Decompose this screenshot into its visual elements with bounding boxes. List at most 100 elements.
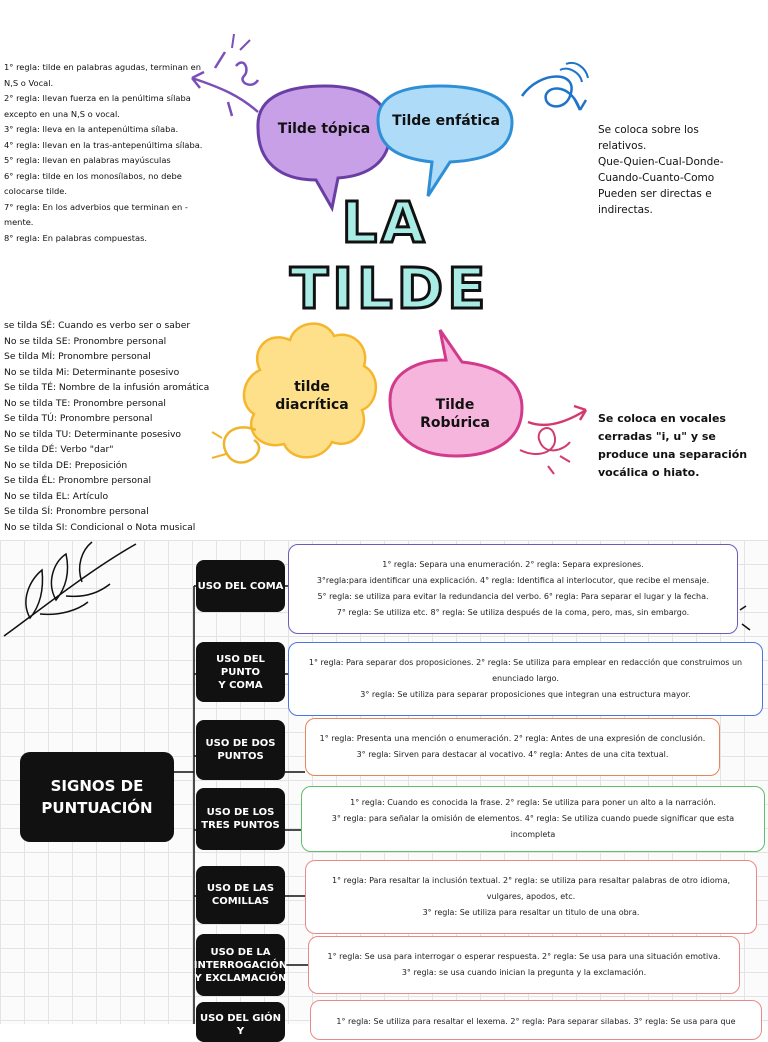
category-label: USO DE LA [210, 946, 271, 958]
diacritica-item: Se tilda TÚ: Pronombre personal [4, 413, 153, 424]
diacritica-item: No se tilda SI: Condicional o Nota music… [4, 521, 196, 533]
diacritica-item: Se tilda ÉL: Pronombre personal [4, 475, 152, 486]
diacritica-item: Se tilda TÉ: Nombre de la infusión aromá… [4, 382, 210, 393]
category-label: USO DEL PUNTO [216, 653, 265, 678]
enfatica-line: relativos. [598, 140, 647, 152]
diacritica-swirl-icon [222, 426, 261, 464]
diacritica-item: No se tilda DE: Preposición [4, 459, 128, 471]
robusica-line: produce una separación [598, 448, 748, 461]
rule-line: 3° regla: para señalar la omisión de ele… [331, 814, 735, 839]
title-line-1: LA [340, 190, 429, 257]
robusica-label-line: Robúrica [420, 415, 490, 431]
category-label: USO DE DOS [205, 738, 276, 749]
category-label: Y COMA [218, 679, 263, 691]
rule-line: 3° regla: Sirven para destacar al vocati… [356, 750, 669, 759]
robusica-line: vocálica o hiato. [598, 466, 700, 479]
tilde-mindmap: 1° regla: tilde en palabras agudas, term… [4, 33, 766, 535]
category-coma: USO DEL COMA [196, 560, 285, 612]
topica-rule: 6° regla: tilde en los monosílabos, no d… [4, 170, 182, 197]
rules-tres-puntos: 1° regla: Cuando es conocida la frase. 2… [301, 786, 765, 852]
diacritica-label-line: diacrítica [275, 397, 349, 413]
punctuation-mindmap: SIGNOS DE PUNTUACIÓN USO DEL COMA USO DE… [0, 540, 768, 1042]
enfatica-label: Tilde enfática [392, 113, 500, 129]
robusica-arrow-icon [527, 408, 587, 427]
title-line-2: TILDE [289, 256, 490, 323]
rule-line: 1° regla: Cuando es conocida la frase. 2… [350, 798, 716, 807]
rules-guion: 1° regla: Se utiliza para resaltar el le… [310, 1000, 762, 1040]
rules-coma: 1° regla: Separa una enumeración. 2° reg… [288, 544, 738, 634]
topica-rule: 5° regla: llevan en palabras mayúsculas [4, 155, 171, 165]
diacritica-label-line: tilde [294, 379, 330, 395]
category-label: USO DEL COMA [197, 580, 284, 592]
diacritica-list: se tilda SÉ: Cuando es verbo ser o saber… [4, 318, 244, 535]
diacritica-item: No se tilda Mi: Determinante posesivo [4, 366, 180, 378]
topica-bubble-shape [256, 84, 392, 213]
robusica-line: Se coloca en vocales [598, 412, 726, 425]
rules-punto-y-coma: 1° regla: Para separar dos proposiciones… [288, 642, 763, 716]
punctuation-main-box: SIGNOS DE PUNTUACIÓN [20, 752, 174, 842]
rule-line: 3° regla: Se utiliza para separar propos… [360, 690, 691, 699]
robusica-line: cerradas "i, u" y se [598, 430, 716, 443]
topica-rule: 7° regla: En los adverbios que terminan … [4, 201, 188, 228]
rule-line: 3° regla: Se utiliza para resaltar un ti… [422, 908, 640, 917]
rules-interrogacion: 1° regla: Se usa para interrogar o esper… [308, 936, 740, 994]
main-title-line: PUNTUACIÓN [41, 799, 153, 817]
rule-line: 1° regla: Para separar dos proposiciones… [308, 658, 743, 683]
enfatica-line: Pueden ser directas e [598, 188, 712, 200]
enfatica-line: Se coloca sobre los [598, 124, 699, 136]
category-dos-puntos: USO DE DOS PUNTOS [196, 720, 285, 780]
rule-line: 5° regla: se utiliza para evitar la redu… [317, 592, 709, 601]
diacritica-item: Se tilda MÍ: Pronombre personal [4, 351, 151, 362]
diacritica-item: No se tilda EL: Artículo [4, 490, 109, 502]
diacritica-item: Se tilda SÍ: Pronombre personal [4, 506, 149, 517]
robusica-bubble-shape [388, 329, 524, 458]
category-label: USO DE LOS [206, 807, 275, 818]
topica-rule: 4° regla: llevan en la tras-antepenúltim… [4, 139, 203, 150]
robusica-label: Tilde Robúrica [400, 396, 510, 432]
rule-line: 1° regla: Para resaltar la inclusión tex… [331, 876, 731, 901]
diacritica-item: No se tilda TU: Determinante posesivo [4, 428, 182, 440]
category-label: PUNTOS [217, 751, 264, 762]
robusica-label-line: Tilde [435, 397, 475, 413]
rule-line: 3°regla:para identificar una explicación… [316, 576, 710, 585]
rules-dos-puntos: 1° regla: Presenta una mención o enumera… [305, 718, 720, 776]
topica-rules-list: 1° regla: tilde en palabras agudas, term… [4, 60, 209, 246]
diacritica-item: No se tilda SE: Pronombre personal [4, 335, 167, 347]
enfatica-line: Cuando-Cuanto-Como [598, 172, 715, 184]
category-label: Y EXCLAMACIÓN [194, 972, 287, 984]
topica-rule: 1° regla: tilde en palabras agudas, term… [4, 62, 201, 88]
diacritica-item: se tilda SÉ: Cuando es verbo ser o saber [4, 320, 191, 331]
enfatica-line: indirectas. [598, 204, 653, 216]
rule-line: 1° regla: Presenta una mención o enumera… [319, 734, 706, 743]
category-tres-puntos: USO DE LOS TRES PUNTOS [196, 788, 285, 850]
rule-line: 1° regla: Se utiliza para resaltar el le… [336, 1017, 736, 1026]
enfatica-bubble-shape [376, 84, 514, 197]
rule-line: 1° regla: Se usa para interrogar o esper… [327, 952, 721, 961]
category-guion: USO DEL GIÓN Y [196, 1002, 285, 1042]
topica-rule: 2° regla: llevan fuerza en la penúltima … [4, 93, 191, 119]
rule-line: 1° regla: Separa una enumeración. 2° reg… [382, 560, 644, 569]
category-label: USO DEL GIÓN Y [199, 1013, 282, 1037]
leaf-branch-icon [3, 541, 137, 637]
rules-comillas: 1° regla: Para resaltar la inclusión tex… [305, 860, 757, 934]
enfatica-description: Se coloca sobre los relativos. Que-Quien… [598, 122, 763, 218]
enfatica-arrow-icon [520, 75, 582, 111]
topica-rule: 3° regla: lleva en la antepenúltima síla… [4, 124, 179, 134]
main-title-line: SIGNOS DE [50, 777, 144, 795]
enfatica-line: Que-Quien-Cual-Donde- [598, 156, 724, 168]
rule-line: 3° regla: se usa cuando inician la pregu… [401, 968, 647, 977]
diacritica-label: tilde diacrítica [262, 378, 362, 414]
rule-line: 7° regla: Se utiliza etc. 8° regla: Se u… [336, 608, 690, 617]
diacritica-item: No se tilda TE: Pronombre personal [4, 397, 166, 409]
diacritica-item: Se tilda DÉ: Verbo "dar" [4, 444, 114, 455]
category-label: INTERROGACIÓN [193, 959, 288, 971]
category-label: USO DE LAS [206, 883, 275, 894]
category-label: COMILLAS [211, 896, 270, 907]
topica-arrow-icon [191, 76, 259, 113]
mindmap-decorations [191, 33, 589, 475]
category-label: TRES PUNTOS [201, 820, 280, 831]
topica-label: Tilde tópica [277, 121, 371, 137]
robusica-description: Se coloca en vocales cerradas "i, u" y s… [598, 410, 766, 482]
